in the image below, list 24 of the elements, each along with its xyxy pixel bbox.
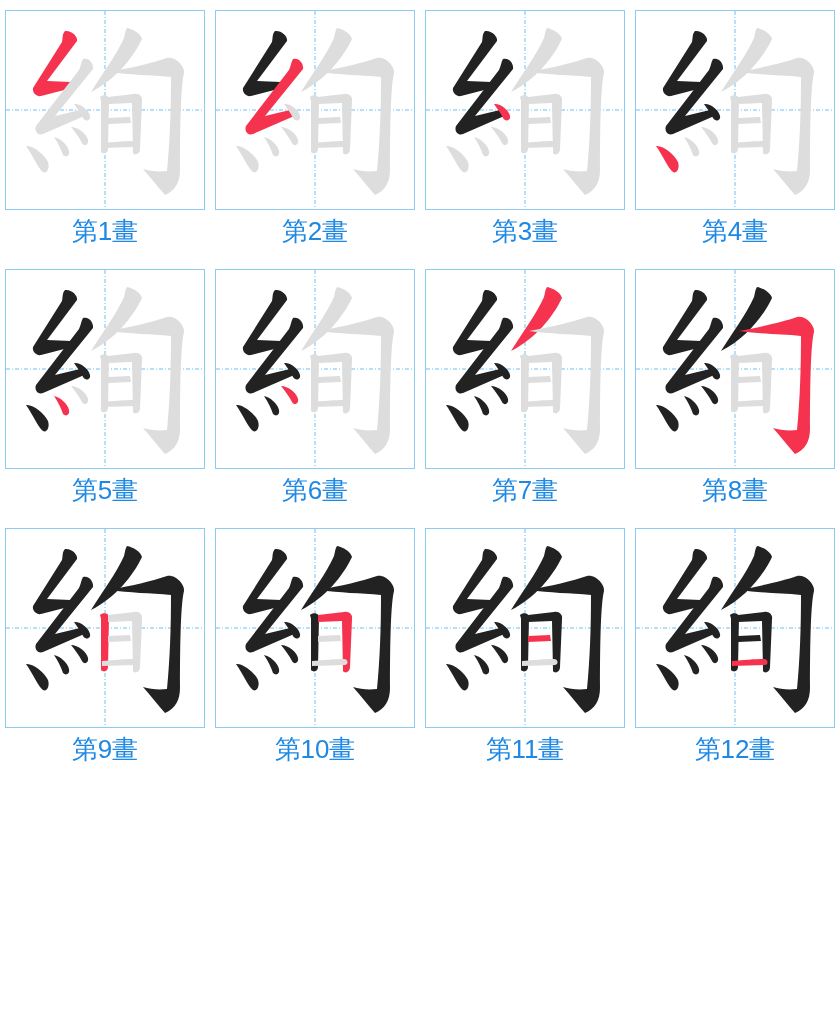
stroke-caption: 第12畫 (694, 734, 776, 764)
stroke-order-panel (5, 269, 205, 469)
stroke-caption: 第5畫 (71, 475, 139, 505)
stroke-caption: 第11畫 (485, 734, 565, 764)
stroke-caption: 第6畫 (281, 475, 349, 505)
stroke-caption: 第10畫 (274, 734, 356, 764)
stroke-order-panel (425, 10, 625, 210)
stroke-order-panel (635, 269, 835, 469)
stroke-caption: 第9畫 (71, 734, 139, 764)
stroke-order-panel (425, 528, 625, 728)
stroke-caption: 第8畫 (701, 475, 769, 505)
stroke-caption: 第4畫 (701, 216, 769, 246)
stroke-order-panel (5, 528, 205, 728)
stroke-caption: 第7畫 (491, 475, 559, 505)
stroke-caption: 第1畫 (71, 216, 139, 246)
stroke-order-panel (5, 10, 205, 210)
stroke-order-panel (635, 528, 835, 728)
stroke-order-panel (215, 528, 415, 728)
stroke-order-panel (215, 10, 415, 210)
stroke-caption: 第2畫 (281, 216, 349, 246)
stroke-order-panel (635, 10, 835, 210)
stroke-caption: 第3畫 (491, 216, 559, 246)
stroke-order-panel (215, 269, 415, 469)
stroke-order-panel (425, 269, 625, 469)
